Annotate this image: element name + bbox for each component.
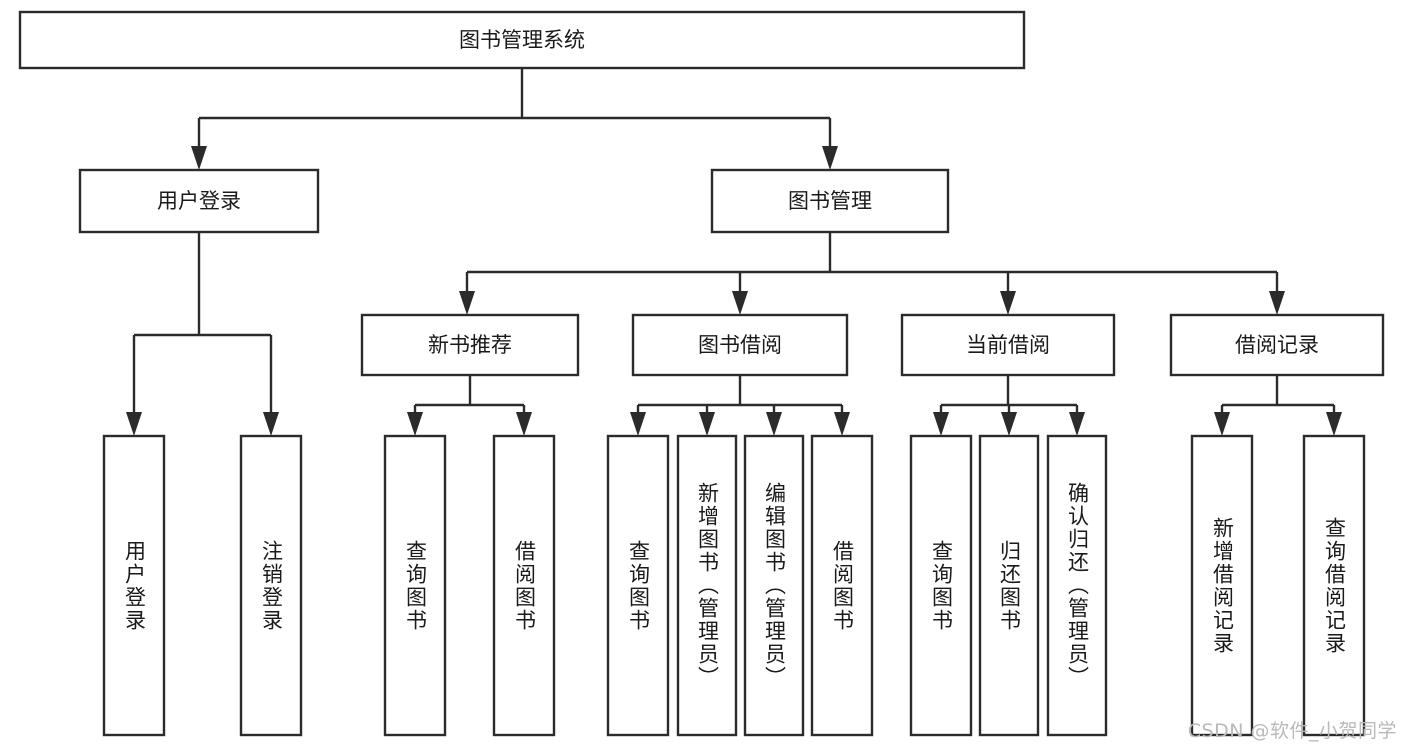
node-leaf-add-book-box[interactable] <box>676 434 738 737</box>
watermark-text: CSDN @软件_小贺同学 <box>1187 720 1397 742</box>
node-user-login-box[interactable] <box>78 168 320 234</box>
node-leaf-logout-login-box[interactable] <box>239 434 303 737</box>
node-leaf-edit-book-box[interactable] <box>743 434 805 737</box>
arrow-to-borrow-record <box>1269 291 1285 315</box>
arrow-to-new-book-rec <box>459 291 475 315</box>
node-current-borrow-box[interactable] <box>900 313 1116 377</box>
arrow-to-leaf-query-book-3 <box>933 412 949 436</box>
node-leaf-borrow-book-1-box[interactable] <box>492 434 556 737</box>
arrow-to-user-login <box>191 146 207 170</box>
arrow-to-leaf-logout-login <box>263 412 279 436</box>
node-leaf-confirm-return-box[interactable] <box>1046 434 1108 737</box>
arrow-to-book-borrow <box>732 291 748 315</box>
arrow-to-current-borrow <box>1000 291 1016 315</box>
node-borrow-record-box[interactable] <box>1169 313 1385 377</box>
node-leaf-query-record-box[interactable] <box>1302 434 1366 737</box>
arrow-to-leaf-query-record <box>1326 412 1342 436</box>
node-leaf-user-login-box[interactable] <box>102 434 166 737</box>
node-leaf-return-book-box[interactable] <box>978 434 1040 737</box>
node-leaf-query-book-3-box[interactable] <box>909 434 973 737</box>
arrow-to-leaf-confirm-return <box>1069 412 1085 436</box>
arrow-to-leaf-query-book-2 <box>630 412 646 436</box>
nodes-layer: 图书管理系统 用户登录 图书管理 新书推荐 图书借阅 当前借阅 借阅记录 <box>18 10 1385 737</box>
arrow-to-book-manage <box>822 146 838 170</box>
node-user-login-label: 用户登录 <box>157 189 241 213</box>
arrow-to-leaf-return-book <box>1001 412 1017 436</box>
arrow-to-leaf-edit-book <box>766 412 782 436</box>
node-root-box[interactable] <box>18 10 1026 70</box>
node-leaf-borrow-book-2-box[interactable] <box>810 434 874 737</box>
node-borrow-record-label: 借阅记录 <box>1235 333 1319 357</box>
arrow-to-leaf-borrow-book-2 <box>834 412 850 436</box>
arrow-to-leaf-borrow-book-1 <box>516 412 532 436</box>
node-leaf-query-book-2-box[interactable] <box>606 434 670 737</box>
arrowheads-layer <box>126 146 1342 436</box>
node-new-book-rec-label: 新书推荐 <box>428 333 512 357</box>
arrow-to-leaf-add-book <box>699 412 715 436</box>
node-book-manage-label: 图书管理 <box>788 189 872 213</box>
node-leaf-query-book-1-box[interactable] <box>383 434 447 737</box>
node-book-manage-box[interactable] <box>710 168 950 234</box>
arrow-to-leaf-query-book-1 <box>407 412 423 436</box>
node-book-borrow-box[interactable] <box>631 313 849 377</box>
node-current-borrow-label: 当前借阅 <box>966 333 1050 357</box>
node-root-label: 图书管理系统 <box>459 28 585 52</box>
node-leaf-add-record-box[interactable] <box>1190 434 1254 737</box>
node-book-borrow-label: 图书借阅 <box>698 333 782 357</box>
arrow-to-leaf-add-record <box>1214 412 1230 436</box>
node-new-book-rec-box[interactable] <box>360 313 580 377</box>
arrow-to-leaf-user-login <box>126 412 142 436</box>
